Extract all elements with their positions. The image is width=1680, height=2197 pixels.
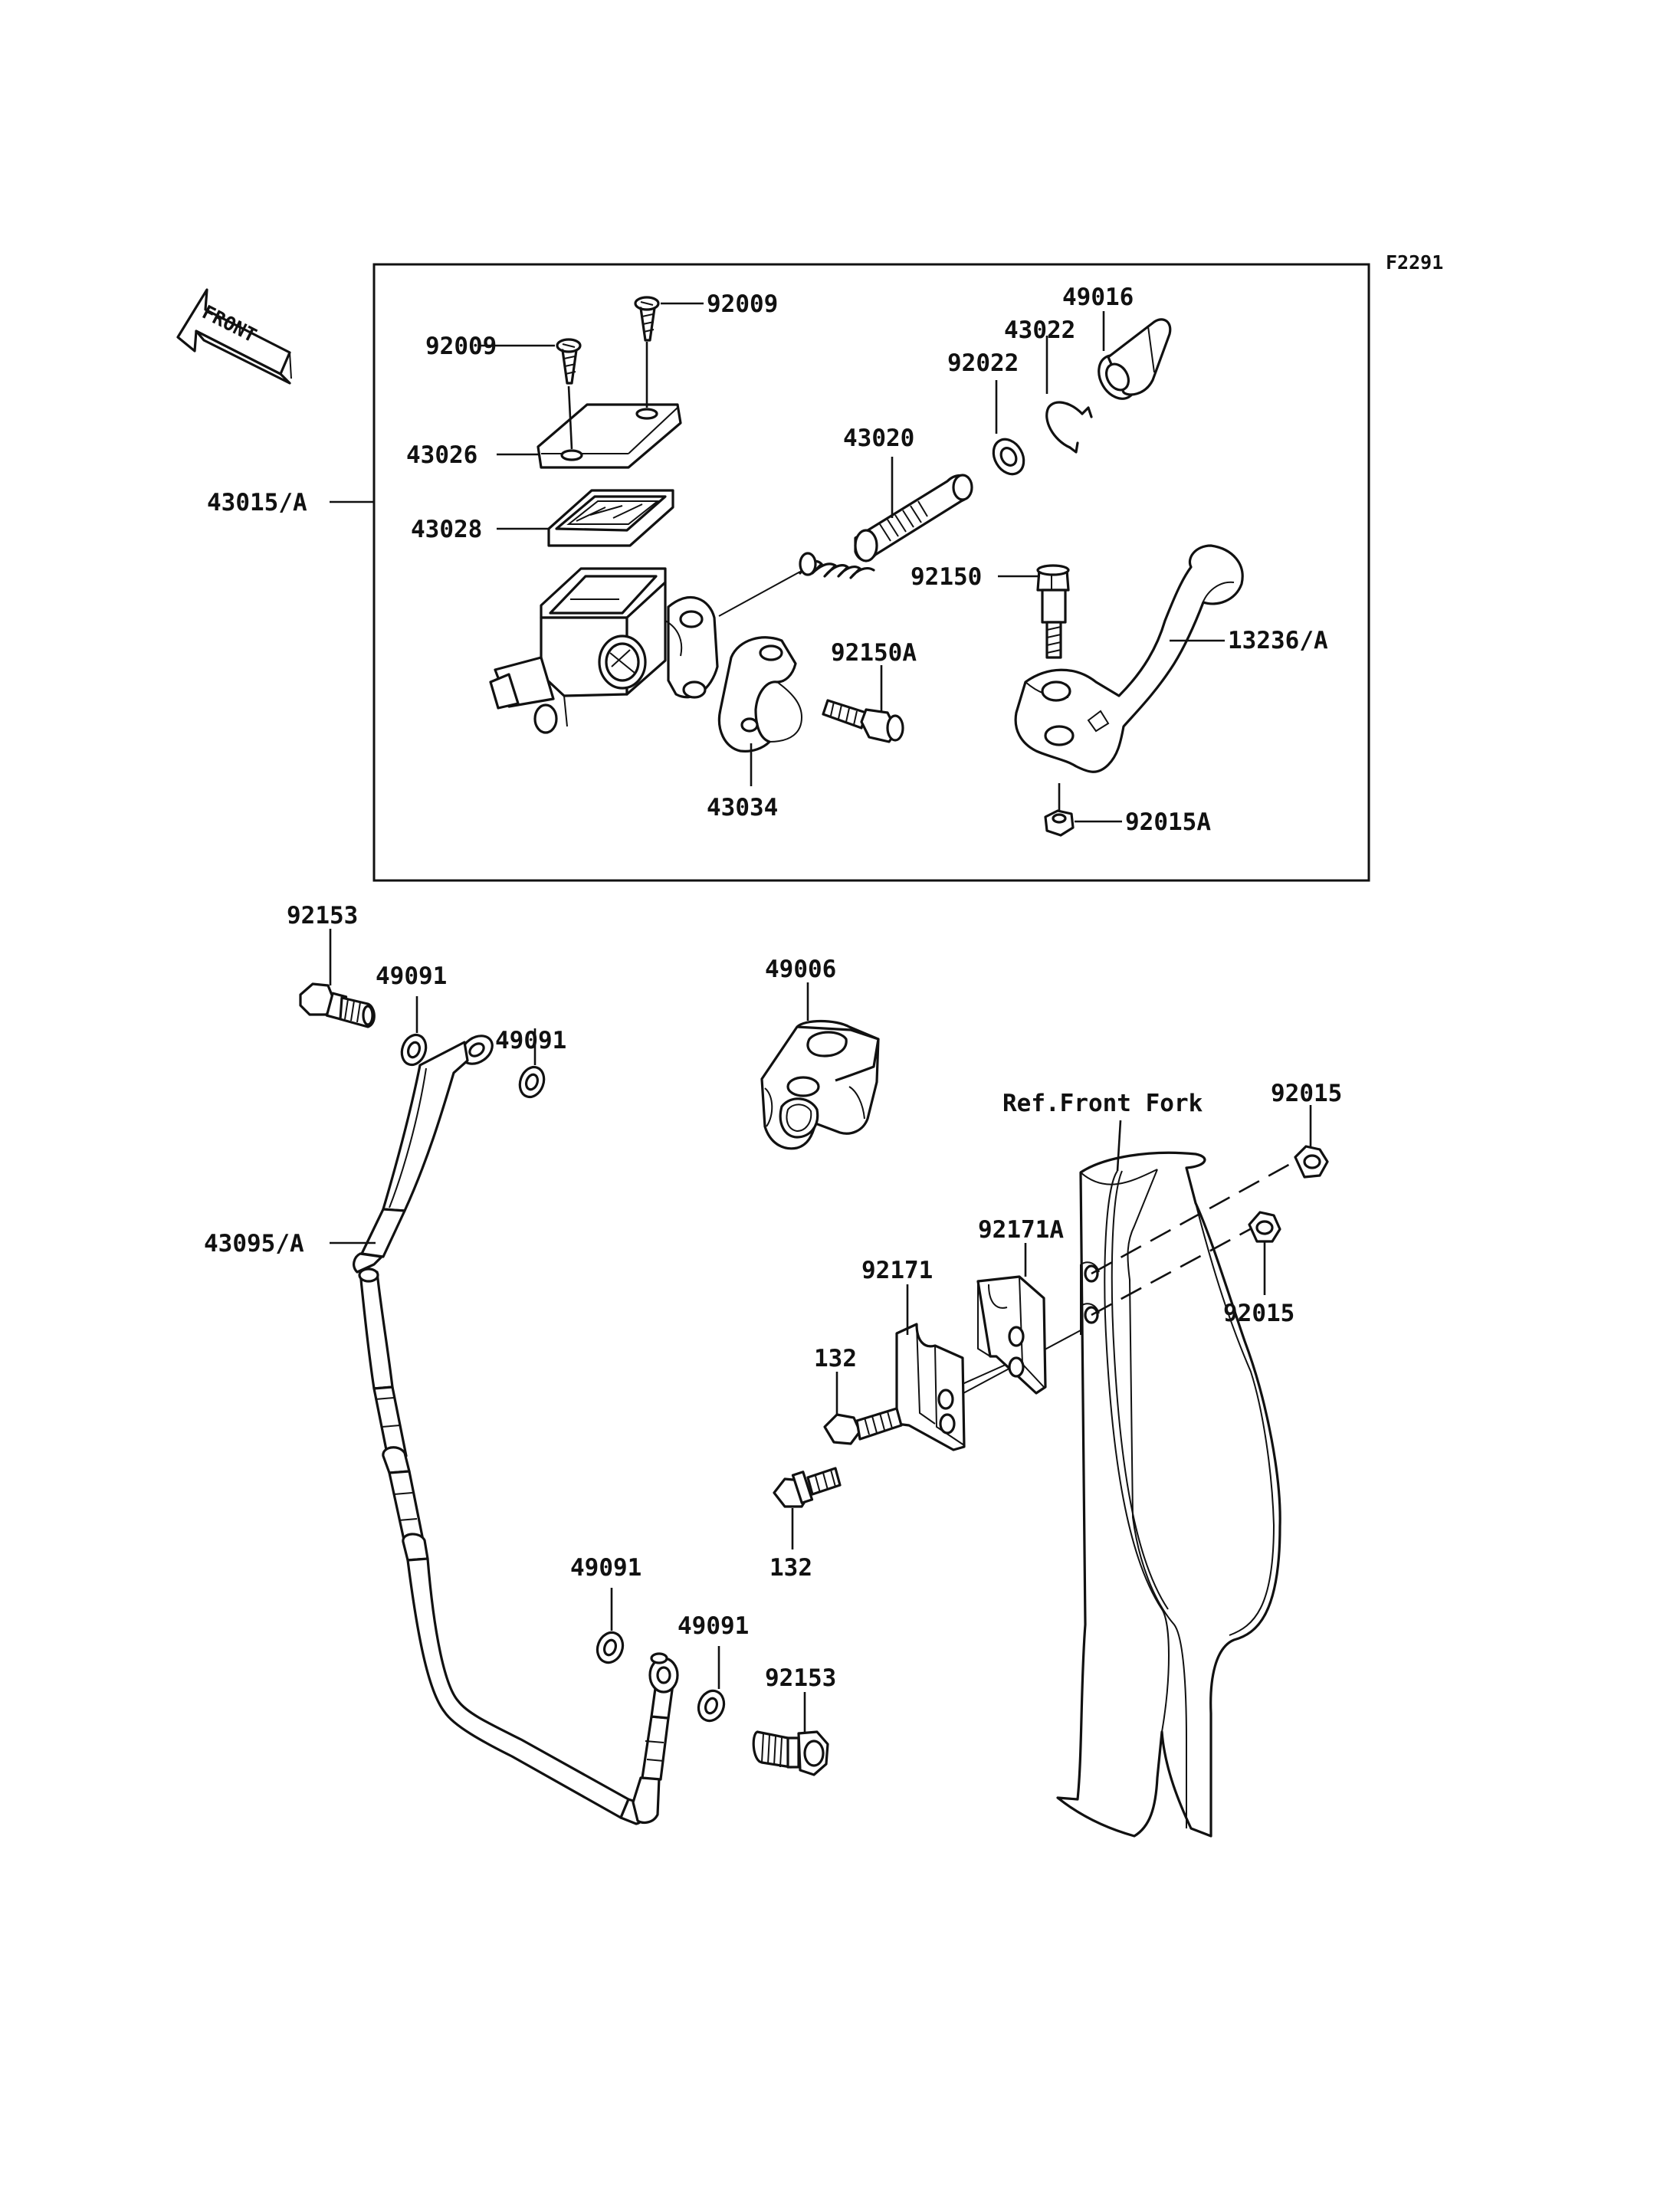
- gasket-49091-2: [518, 1065, 546, 1099]
- nut-92015a: [1044, 809, 1075, 837]
- piston-assembly: [799, 474, 973, 579]
- figure-code: F2291: [1386, 251, 1443, 274]
- label-43095a: 43095/A: [204, 1230, 304, 1258]
- label-49016: 49016: [1062, 284, 1134, 311]
- nut-92015-2: [1248, 1211, 1281, 1243]
- boot-49016: [1098, 318, 1172, 400]
- banjo-bolt-top: [299, 982, 376, 1028]
- reference-label: Ref.Front Fork: [1002, 1090, 1203, 1117]
- clamp-bolt-92150a: [822, 699, 904, 743]
- label-49091-2: 49091: [495, 1027, 566, 1054]
- front-arrow-icon: FRONT: [176, 288, 292, 385]
- gasket-49091-1: [400, 1033, 428, 1067]
- label-43034: 43034: [707, 794, 778, 821]
- label-92153-top: 92153: [287, 902, 358, 930]
- label-43015a: 43015/A: [207, 489, 307, 516]
- label-92153-bottom: 92153: [765, 1664, 836, 1692]
- screw-92009-b: [634, 296, 660, 342]
- label-92171: 92171: [861, 1257, 933, 1284]
- lever-bolt-92150: [1036, 564, 1070, 659]
- label-92009-b: 92009: [707, 290, 778, 318]
- label-43022: 43022: [1004, 316, 1075, 344]
- label-92009-a: 92009: [425, 333, 497, 360]
- label-49091-3: 49091: [570, 1554, 641, 1582]
- label-92171a: 92171A: [978, 1216, 1064, 1244]
- bolt-132-2: [773, 1467, 842, 1508]
- gasket-49091-4: [697, 1689, 726, 1723]
- label-43026: 43026: [406, 441, 477, 469]
- label-92015a: 92015A: [1125, 808, 1211, 836]
- label-49091-1: 49091: [376, 962, 447, 990]
- banjo-bolt-bottom: [752, 1730, 829, 1776]
- label-132-1: 132: [814, 1345, 857, 1372]
- label-13236a: 13236/A: [1228, 627, 1328, 654]
- label-43020: 43020: [843, 425, 914, 452]
- master-cylinder-body: [489, 567, 719, 734]
- circlip-43022: [1045, 401, 1093, 454]
- label-92015-1: 92015: [1271, 1080, 1342, 1107]
- label-92150: 92150: [911, 563, 982, 591]
- label-92022: 92022: [947, 349, 1019, 377]
- diaphragm: [547, 489, 674, 547]
- label-49006: 49006: [765, 956, 836, 983]
- clamp-43034: [717, 636, 803, 753]
- master-cylinder-group-box: [372, 263, 1370, 882]
- bracket-92171: [895, 1323, 966, 1451]
- cover-49006: [760, 1019, 880, 1150]
- brake-lever: [1014, 544, 1244, 773]
- brake-hose: [353, 1035, 679, 1825]
- nut-92015-1: [1294, 1145, 1329, 1179]
- reservoir-cap: [536, 403, 682, 469]
- label-132-2: 132: [769, 1554, 812, 1582]
- label-49091-4: 49091: [678, 1612, 749, 1640]
- washer-92022: [992, 438, 1025, 476]
- bolt-132-1: [823, 1407, 903, 1445]
- label-92015-2: 92015: [1223, 1300, 1294, 1327]
- screw-92009-a: [556, 338, 582, 385]
- bracket-92171a: [976, 1275, 1047, 1395]
- gasket-49091-3: [596, 1631, 625, 1664]
- front-fork: [1056, 1151, 1281, 1838]
- label-43028: 43028: [411, 516, 482, 543]
- label-92150a: 92150A: [831, 639, 917, 667]
